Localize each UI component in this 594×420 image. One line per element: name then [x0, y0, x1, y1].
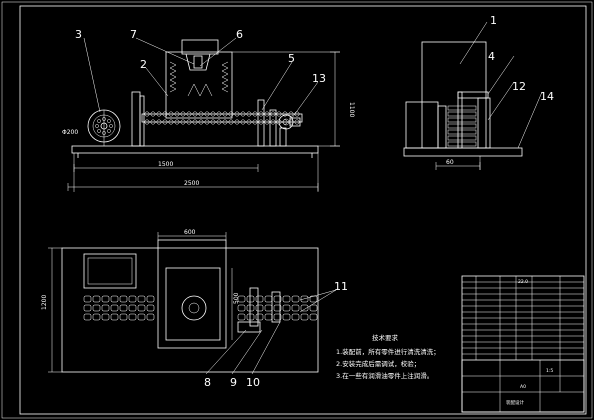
part-label-6: 6 [236, 28, 243, 41]
part-label-4: 4 [488, 50, 495, 63]
hopper-body [165, 51, 233, 119]
part-label-8: 8 [204, 376, 211, 389]
notes-line-1: 1.装配前，所有零件进行清洗清洗； [336, 347, 440, 356]
dim-plan-inner: 500 [233, 292, 240, 304]
part-label-9: 9 [230, 376, 237, 389]
part-label-7: 7 [130, 28, 137, 41]
part-label-3: 3 [75, 28, 82, 41]
dim-plan-width: 600 [184, 229, 196, 236]
part-number-labels: 1 2 3 4 5 6 7 8 9 10 11 12 13 14 [75, 14, 554, 389]
notes-line-2: 2.安装完成后需调试，校验； [336, 359, 420, 368]
inner-border [19, 5, 587, 415]
part-label-1: 1 [490, 14, 497, 27]
tb-scale: 1:5 [546, 368, 553, 374]
part-label-11: 11 [334, 280, 348, 293]
tb-sheet: A0 [520, 384, 526, 390]
dimension-labels: 1100 1500 2500 Φ200 60 600 500 1200 [41, 102, 454, 310]
title-block [461, 275, 585, 413]
part-label-14: 14 [540, 90, 554, 103]
part-label-12: 12 [512, 80, 526, 93]
plan-hopper [157, 239, 227, 349]
plan-view [48, 232, 337, 375]
part-label-5: 5 [288, 52, 295, 65]
side-housing [421, 41, 487, 149]
front-view [67, 37, 340, 192]
technical-notes: 技术要求 1.装配前，所有零件进行清洗清洗； 2.安装完成后需调试，校验； 3.… [336, 333, 440, 380]
part-label-13: 13 [312, 72, 326, 85]
dim-front-height: 1100 [348, 102, 355, 117]
dim-front-span: 1500 [158, 161, 173, 168]
notes-line-3: 3.在一些有润滑油零件上注润滑。 [336, 371, 433, 380]
side-view [403, 21, 543, 170]
part-label-10: 10 [246, 376, 260, 389]
dim-side-offset: 60 [446, 159, 454, 166]
dim-plan-height: 1200 [41, 295, 48, 310]
notes-title: 技术要求 [372, 333, 399, 342]
dim-front-total: 2500 [184, 180, 199, 187]
title-block-text: 22.0 1:5 A0 装配设计 [506, 279, 553, 406]
conveyor-chain [144, 111, 300, 125]
tb-code: 22.0 [518, 279, 528, 285]
part-label-2: 2 [140, 58, 147, 71]
tb-drawing-name: 装配设计 [506, 399, 524, 406]
dim-wheel-dia: Φ200 [62, 129, 78, 136]
